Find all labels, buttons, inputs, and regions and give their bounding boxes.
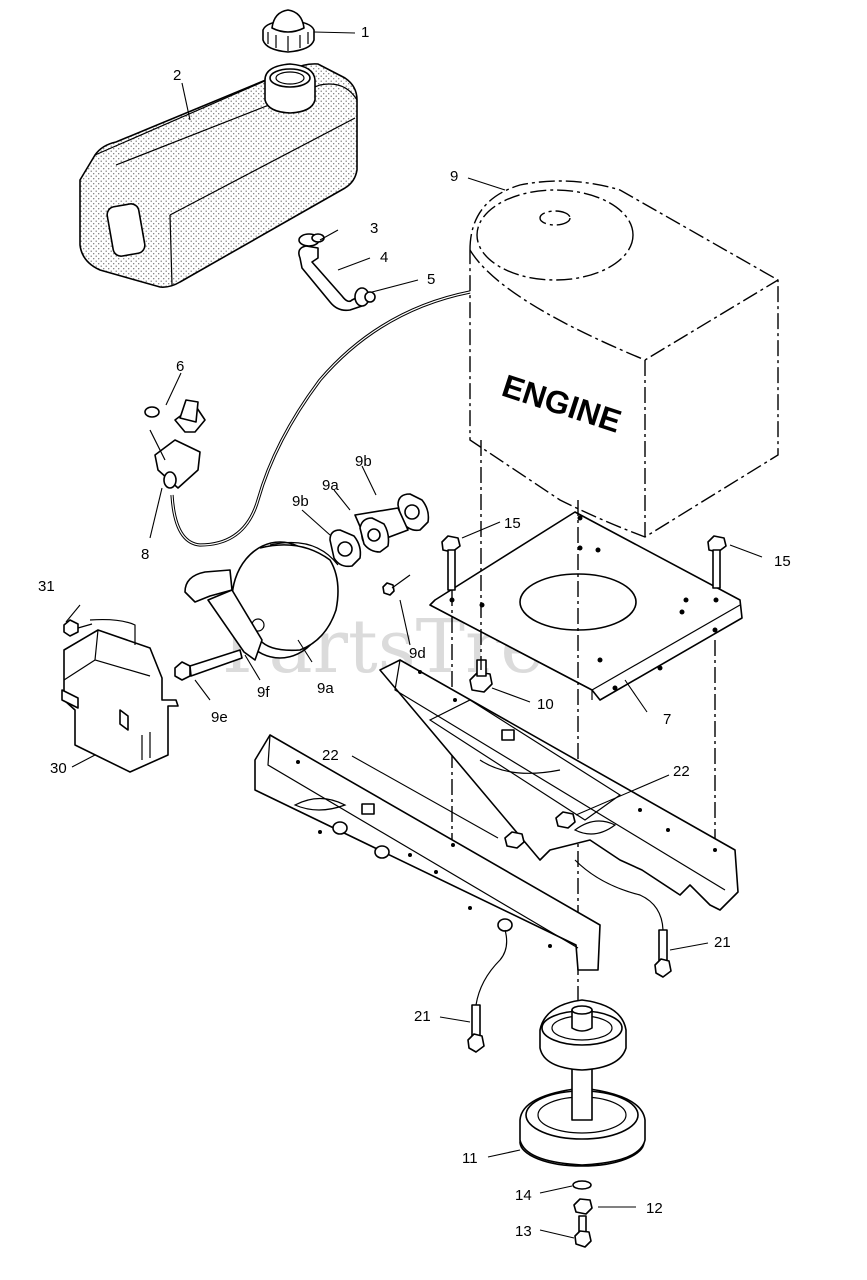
callout-8: 8	[141, 546, 149, 563]
callout-9d: 9d	[409, 645, 426, 662]
fuel-cap	[262, 9, 315, 53]
callout-3: 3	[370, 220, 378, 237]
callout-30: 30	[50, 760, 67, 777]
callout-15-left: 15	[504, 515, 521, 532]
callout-21-right: 21	[714, 934, 731, 951]
callout-2: 2	[173, 67, 181, 84]
callout-10: 10	[537, 696, 554, 713]
callouts: 1 2 3 4 5 6 7 8 9 9a 9a 9b 9b 9d 9e 9f 1…	[38, 24, 791, 1240]
fuel-tank	[79, 63, 358, 288]
callout-31: 31	[38, 578, 55, 595]
mount-bolt-left	[441, 535, 461, 591]
callout-9f: 9f	[257, 684, 270, 701]
mount-bolt-right	[707, 535, 727, 589]
callout-4: 4	[380, 249, 388, 266]
heat-shield	[61, 618, 179, 773]
callout-11: 11	[462, 1150, 478, 1167]
nut-left	[504, 831, 525, 849]
throttle-cable	[170, 290, 471, 547]
pulley-bolt	[574, 1215, 592, 1248]
callout-9e: 9e	[211, 709, 228, 726]
engine-label: ENGINE	[498, 367, 626, 439]
callout-1: 1	[361, 24, 369, 41]
engine-outline: ENGINE	[469, 180, 779, 538]
callout-15-right: 15	[774, 553, 791, 570]
nut-right	[555, 811, 576, 829]
muffler	[184, 541, 339, 661]
callout-9a-top: 9a	[322, 477, 339, 494]
pulley-washer	[572, 1180, 592, 1190]
callout-21-left: 21	[414, 1008, 431, 1025]
callout-9: 9	[450, 168, 458, 185]
callout-5: 5	[427, 271, 435, 288]
pulley-assembly	[519, 999, 646, 1167]
leader-lines	[65, 31, 763, 1239]
callout-9b-top: 9b	[355, 453, 372, 470]
callout-7: 7	[663, 711, 671, 728]
callout-6: 6	[176, 358, 184, 375]
callout-14: 14	[515, 1187, 532, 1204]
pulley-nut	[573, 1198, 593, 1215]
callout-9a-bottom: 9a	[317, 680, 334, 697]
callout-13: 13	[515, 1223, 532, 1240]
throttle-control	[144, 399, 206, 489]
exhaust-gaskets	[329, 493, 430, 596]
callout-22-left: 22	[322, 747, 339, 764]
muffler-bolt	[174, 649, 243, 681]
callout-9b-left: 9b	[292, 493, 309, 510]
callout-22-right: 22	[673, 763, 690, 780]
callout-12: 12	[646, 1200, 663, 1217]
fuel-hose-assembly	[298, 233, 376, 312]
frame-bolt-left	[467, 929, 508, 1053]
frame-bolt-right	[574, 859, 672, 978]
frame	[254, 659, 739, 971]
